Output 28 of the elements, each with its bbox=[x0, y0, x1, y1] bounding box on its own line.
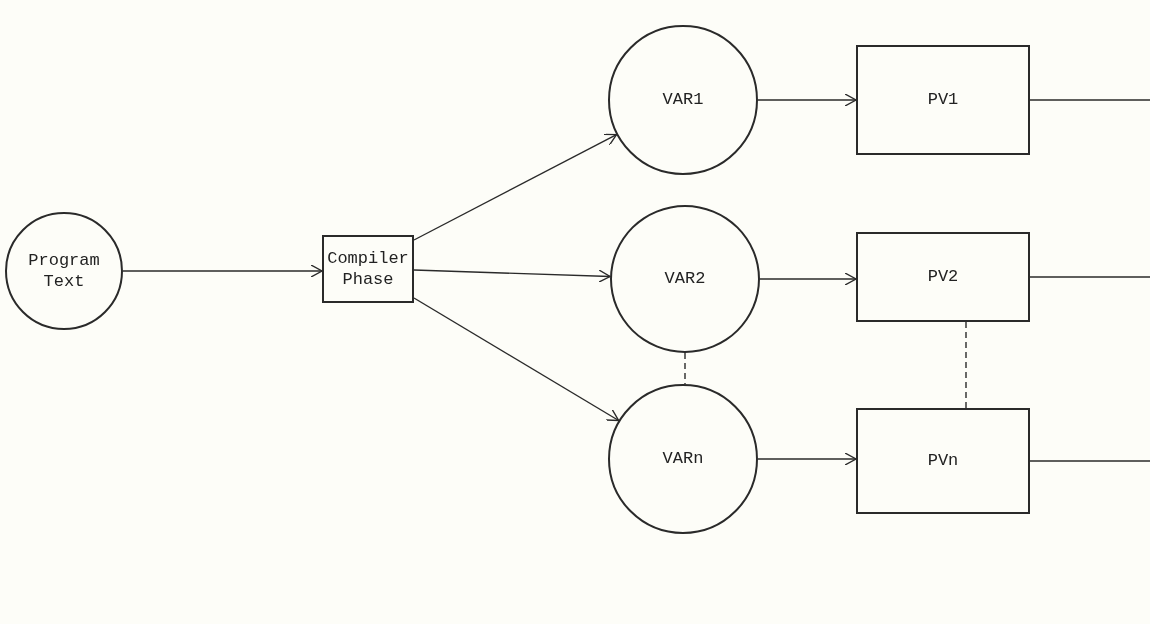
connector-line bbox=[684, 352, 686, 385]
connector-line bbox=[1029, 99, 1150, 101]
circle-node bbox=[610, 205, 760, 353]
connector-line bbox=[965, 321, 967, 409]
arrow bbox=[757, 93, 857, 107]
arrow bbox=[759, 272, 857, 286]
circle-node bbox=[5, 212, 123, 330]
process-box bbox=[856, 408, 1030, 514]
node-label: PV2 bbox=[927, 266, 959, 288]
node-label: VAR1 bbox=[662, 89, 704, 111]
circle-node bbox=[608, 25, 758, 175]
arrow bbox=[413, 269, 611, 283]
node-label: Compiler Phase bbox=[326, 247, 410, 291]
arrow bbox=[413, 297, 620, 422]
node-label: VAR2 bbox=[664, 268, 706, 290]
arrow bbox=[122, 264, 323, 278]
node-label: PV1 bbox=[927, 89, 959, 111]
connector-line bbox=[1029, 460, 1150, 462]
circle-node bbox=[608, 384, 758, 534]
arrow bbox=[757, 452, 857, 466]
node-label: PVn bbox=[927, 450, 959, 472]
arrow bbox=[413, 133, 618, 241]
connector-line bbox=[1029, 276, 1150, 278]
process-box bbox=[856, 232, 1030, 322]
process-box bbox=[856, 45, 1030, 155]
node-label: VARn bbox=[662, 448, 704, 470]
process-box bbox=[322, 235, 414, 303]
node-label: Program Text bbox=[27, 249, 101, 293]
